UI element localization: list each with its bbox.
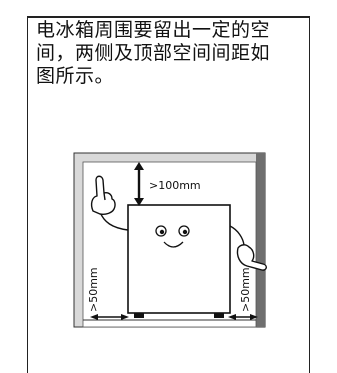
left-clearance-arrow (90, 314, 129, 320)
left-clearance-label: >50mm (87, 267, 100, 312)
wall-shadow (256, 153, 265, 327)
top-clearance-arrow (134, 162, 144, 206)
right-hand-icon (229, 225, 267, 271)
panel-top-border (27, 16, 310, 18)
instruction-panel (27, 17, 310, 373)
fridge-foot-left (134, 313, 144, 318)
left-hand-icon (90, 175, 129, 231)
refrigerator-body (127, 204, 231, 314)
fridge-foot-right (214, 313, 224, 318)
fridge-face-icon (155, 225, 190, 248)
right-clearance-label: >50mm (239, 267, 252, 312)
right-clearance-arrow (228, 314, 258, 320)
instruction-line-3: 图所示。 (36, 65, 115, 87)
instruction-text: 电冰箱周围要留出一定的空 间，两侧及顶部空间间距如 图所示。 (36, 19, 306, 88)
instruction-line-2: 间，两侧及顶部空间间距如 (36, 42, 271, 64)
instruction-line-1: 电冰箱周围要留出一定的空 (36, 19, 271, 41)
top-clearance-label: >100mm (149, 179, 201, 192)
